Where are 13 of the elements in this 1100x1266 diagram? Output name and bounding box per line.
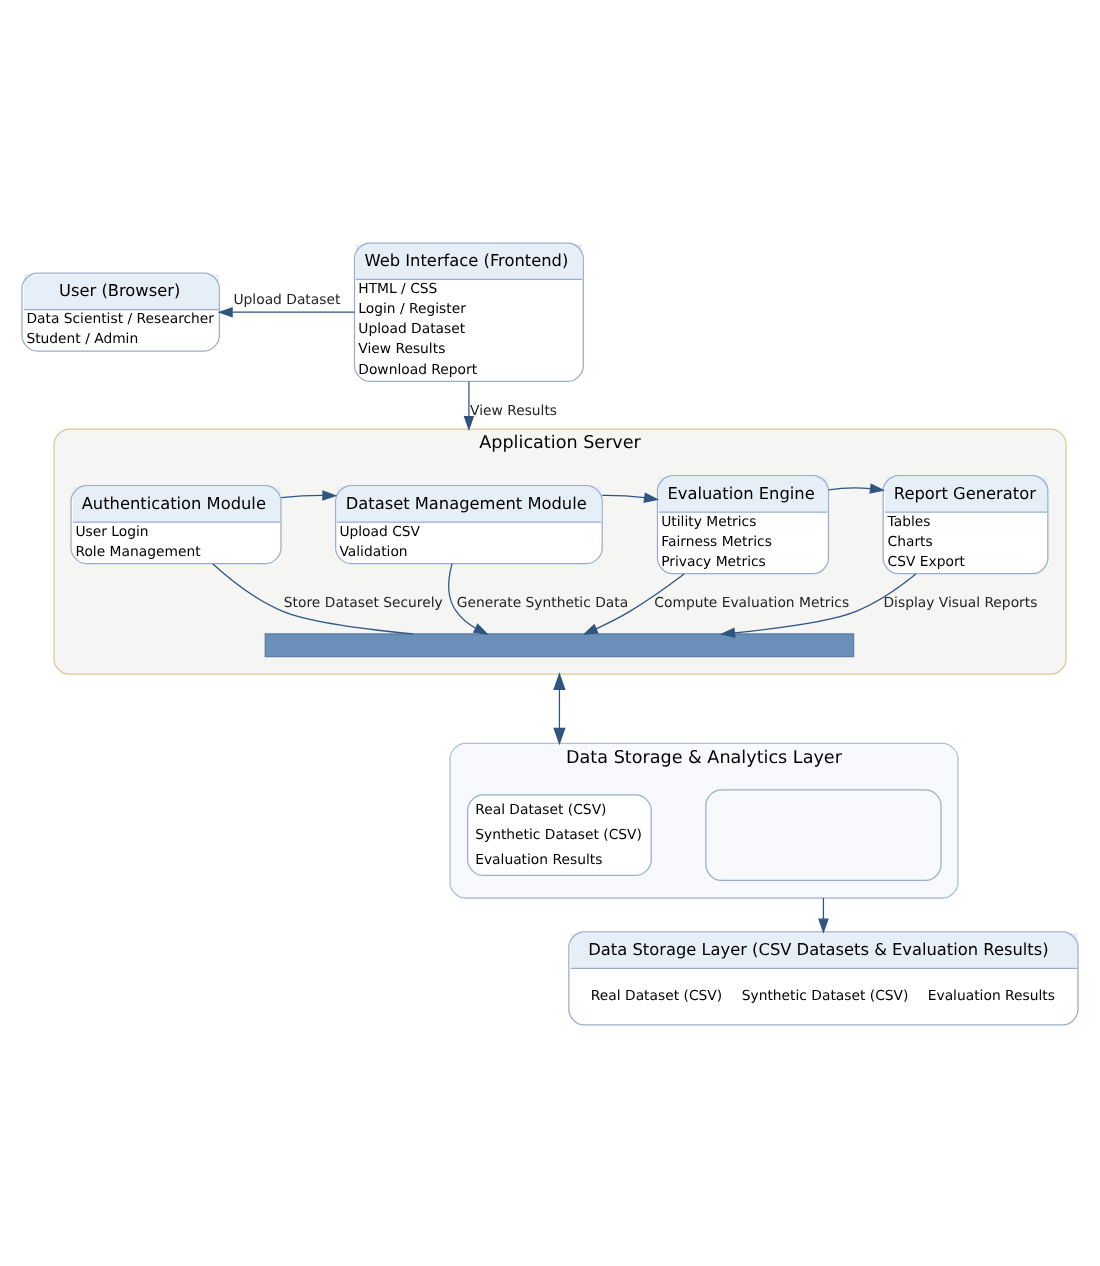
arrow xyxy=(827,482,885,493)
arrow xyxy=(719,572,917,637)
arrow xyxy=(818,896,829,933)
arrow xyxy=(601,491,660,502)
arrow xyxy=(448,562,489,634)
arrow xyxy=(553,671,566,745)
arrow xyxy=(280,489,338,500)
node-bar xyxy=(264,632,855,657)
connector xyxy=(212,562,414,634)
arrow xyxy=(463,379,475,430)
node-box xyxy=(705,788,942,881)
arrow xyxy=(217,305,356,317)
arrow xyxy=(582,572,685,634)
